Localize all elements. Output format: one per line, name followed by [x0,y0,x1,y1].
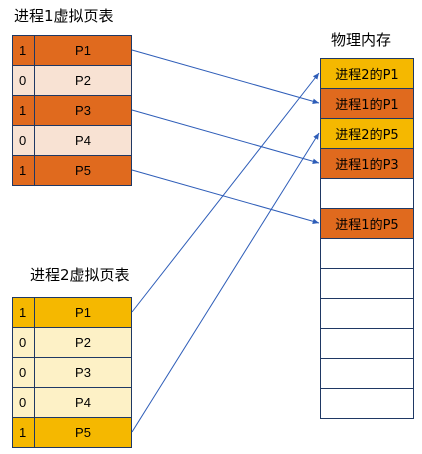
mapping-arrow-process2-row-5 [131,132,320,433]
memory-frame-5 [321,179,413,209]
virtual-page-label: P4 [75,133,91,148]
process2-row-4: 0 P4 [13,388,131,418]
virtual-page-label: P4 [75,395,91,410]
mapping-arrow-process1-row-3 [131,109,320,164]
process1-row-3: 1 P3 [13,96,131,126]
virtual-page-label: P1 [75,43,91,58]
valid-bit: 1 [13,418,35,447]
memory-frame-3: 进程2的P5 [321,119,413,149]
valid-bit: 0 [13,328,35,357]
memory-frame-8 [321,269,413,299]
valid-bit: 1 [13,156,35,185]
virtual-page-label: P1 [75,305,91,320]
process2-table-title: 进程2虚拟页表 [30,266,130,284]
memory-frame-4: 进程1的P3 [321,149,413,179]
virtual-page-label: P5 [75,163,91,178]
virtual-page-label: P3 [75,103,91,118]
process2-row-5: 1 P5 [13,418,131,448]
process2-row-3: 0 P3 [13,358,131,388]
process1-row-1: 1 P1 [13,36,131,66]
mapping-arrow-process2-row-1 [131,72,320,313]
mapping-arrow-process1-row-5 [131,169,320,224]
memory-frame-11 [321,359,413,389]
valid-bit: 1 [13,298,35,327]
valid-bit: 0 [13,388,35,417]
valid-bit: 0 [13,126,35,155]
process1-row-2: 0 P2 [13,66,131,96]
valid-bit: 1 [13,36,35,65]
valid-bit: 1 [13,96,35,125]
physical-memory-title: 物理内存 [331,31,392,49]
process2-row-1: 1 P1 [13,298,131,328]
memory-frame-10 [321,329,413,359]
process1-row-5: 1 P5 [13,156,131,186]
memory-frame-12 [321,389,413,419]
valid-bit: 0 [13,358,35,387]
virtual-page-label: P2 [75,335,91,350]
memory-frame-7 [321,239,413,269]
process1-row-4: 0 P4 [13,126,131,156]
virtual-page-label: P2 [75,73,91,88]
memory-frame-6: 进程1的P5 [321,209,413,239]
mapping-arrow-process1-row-1 [131,49,320,104]
process2-row-2: 0 P2 [13,328,131,358]
memory-frame-1: 进程2的P1 [321,59,413,89]
valid-bit: 0 [13,66,35,95]
memory-frame-2: 进程1的P1 [321,89,413,119]
virtual-page-label: P5 [75,425,91,440]
memory-frame-9 [321,299,413,329]
virtual-page-label: P3 [75,365,91,380]
process1-table-title: 进程1虚拟页表 [14,7,114,25]
